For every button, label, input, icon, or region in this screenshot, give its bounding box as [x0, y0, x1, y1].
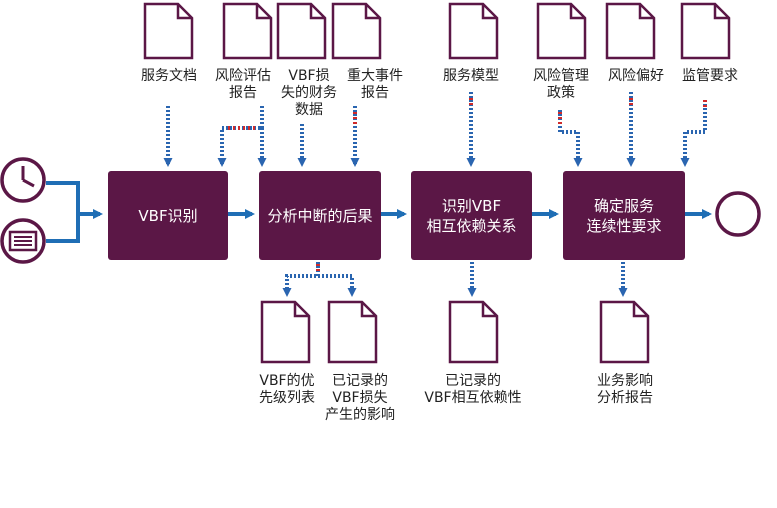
- doc-label-risk-policy: 风险管理 政策: [533, 68, 589, 101]
- doc-label-vbf-priority-list: VBF的优 先级列表: [259, 373, 315, 406]
- doc-label-regulatory: 监管要求: [682, 68, 738, 84]
- list-icon: [0, 218, 46, 264]
- doc-label-vbf-loss-impact: 已记录的 VBF损失 产生的影响: [325, 373, 395, 423]
- document-icon: [599, 300, 650, 364]
- doc-label-service-model: 服务模型: [443, 68, 499, 84]
- document-icon: [222, 2, 273, 60]
- doc-label-bia-report: 业务影响 分析报告: [597, 373, 653, 406]
- doc-label-risk-appetite: 风险偏好: [608, 68, 664, 84]
- document-icon: [536, 2, 587, 60]
- doc-label-vbf-financial-data: VBF损 失的财务 数据: [281, 68, 337, 118]
- doc-label-risk-assessment: 风险评估 报告: [215, 68, 271, 101]
- document-icon: [260, 300, 311, 364]
- output-connectors: [282, 262, 628, 297]
- red-accents: [228, 98, 707, 272]
- process-determine-continuity-requirements: 确定服务 连续性要求: [563, 171, 685, 260]
- clock-icon: [0, 157, 46, 203]
- main-flow-arrows: [46, 181, 712, 243]
- doc-label-major-incident: 重大事件 报告: [347, 68, 403, 101]
- document-icon: [143, 2, 194, 60]
- document-icon: [680, 2, 731, 60]
- document-icon: [331, 2, 382, 60]
- process-analyze-disruption-consequences: 分析中断的后果: [259, 171, 381, 260]
- end-circle-icon: [715, 191, 761, 237]
- doc-label-service-docs: 服务文档: [141, 68, 197, 84]
- document-icon: [327, 300, 378, 364]
- document-icon: [448, 300, 499, 364]
- document-icon: [276, 2, 327, 60]
- process-identify-vbf-dependencies: 识别VBF 相互依赖关系: [411, 171, 532, 260]
- doc-label-vbf-dependencies: 已记录的 VBF相互依赖性: [424, 373, 522, 406]
- process-vbf-identification: VBF识别: [108, 171, 228, 260]
- document-icon: [605, 2, 656, 60]
- document-icon: [448, 2, 499, 60]
